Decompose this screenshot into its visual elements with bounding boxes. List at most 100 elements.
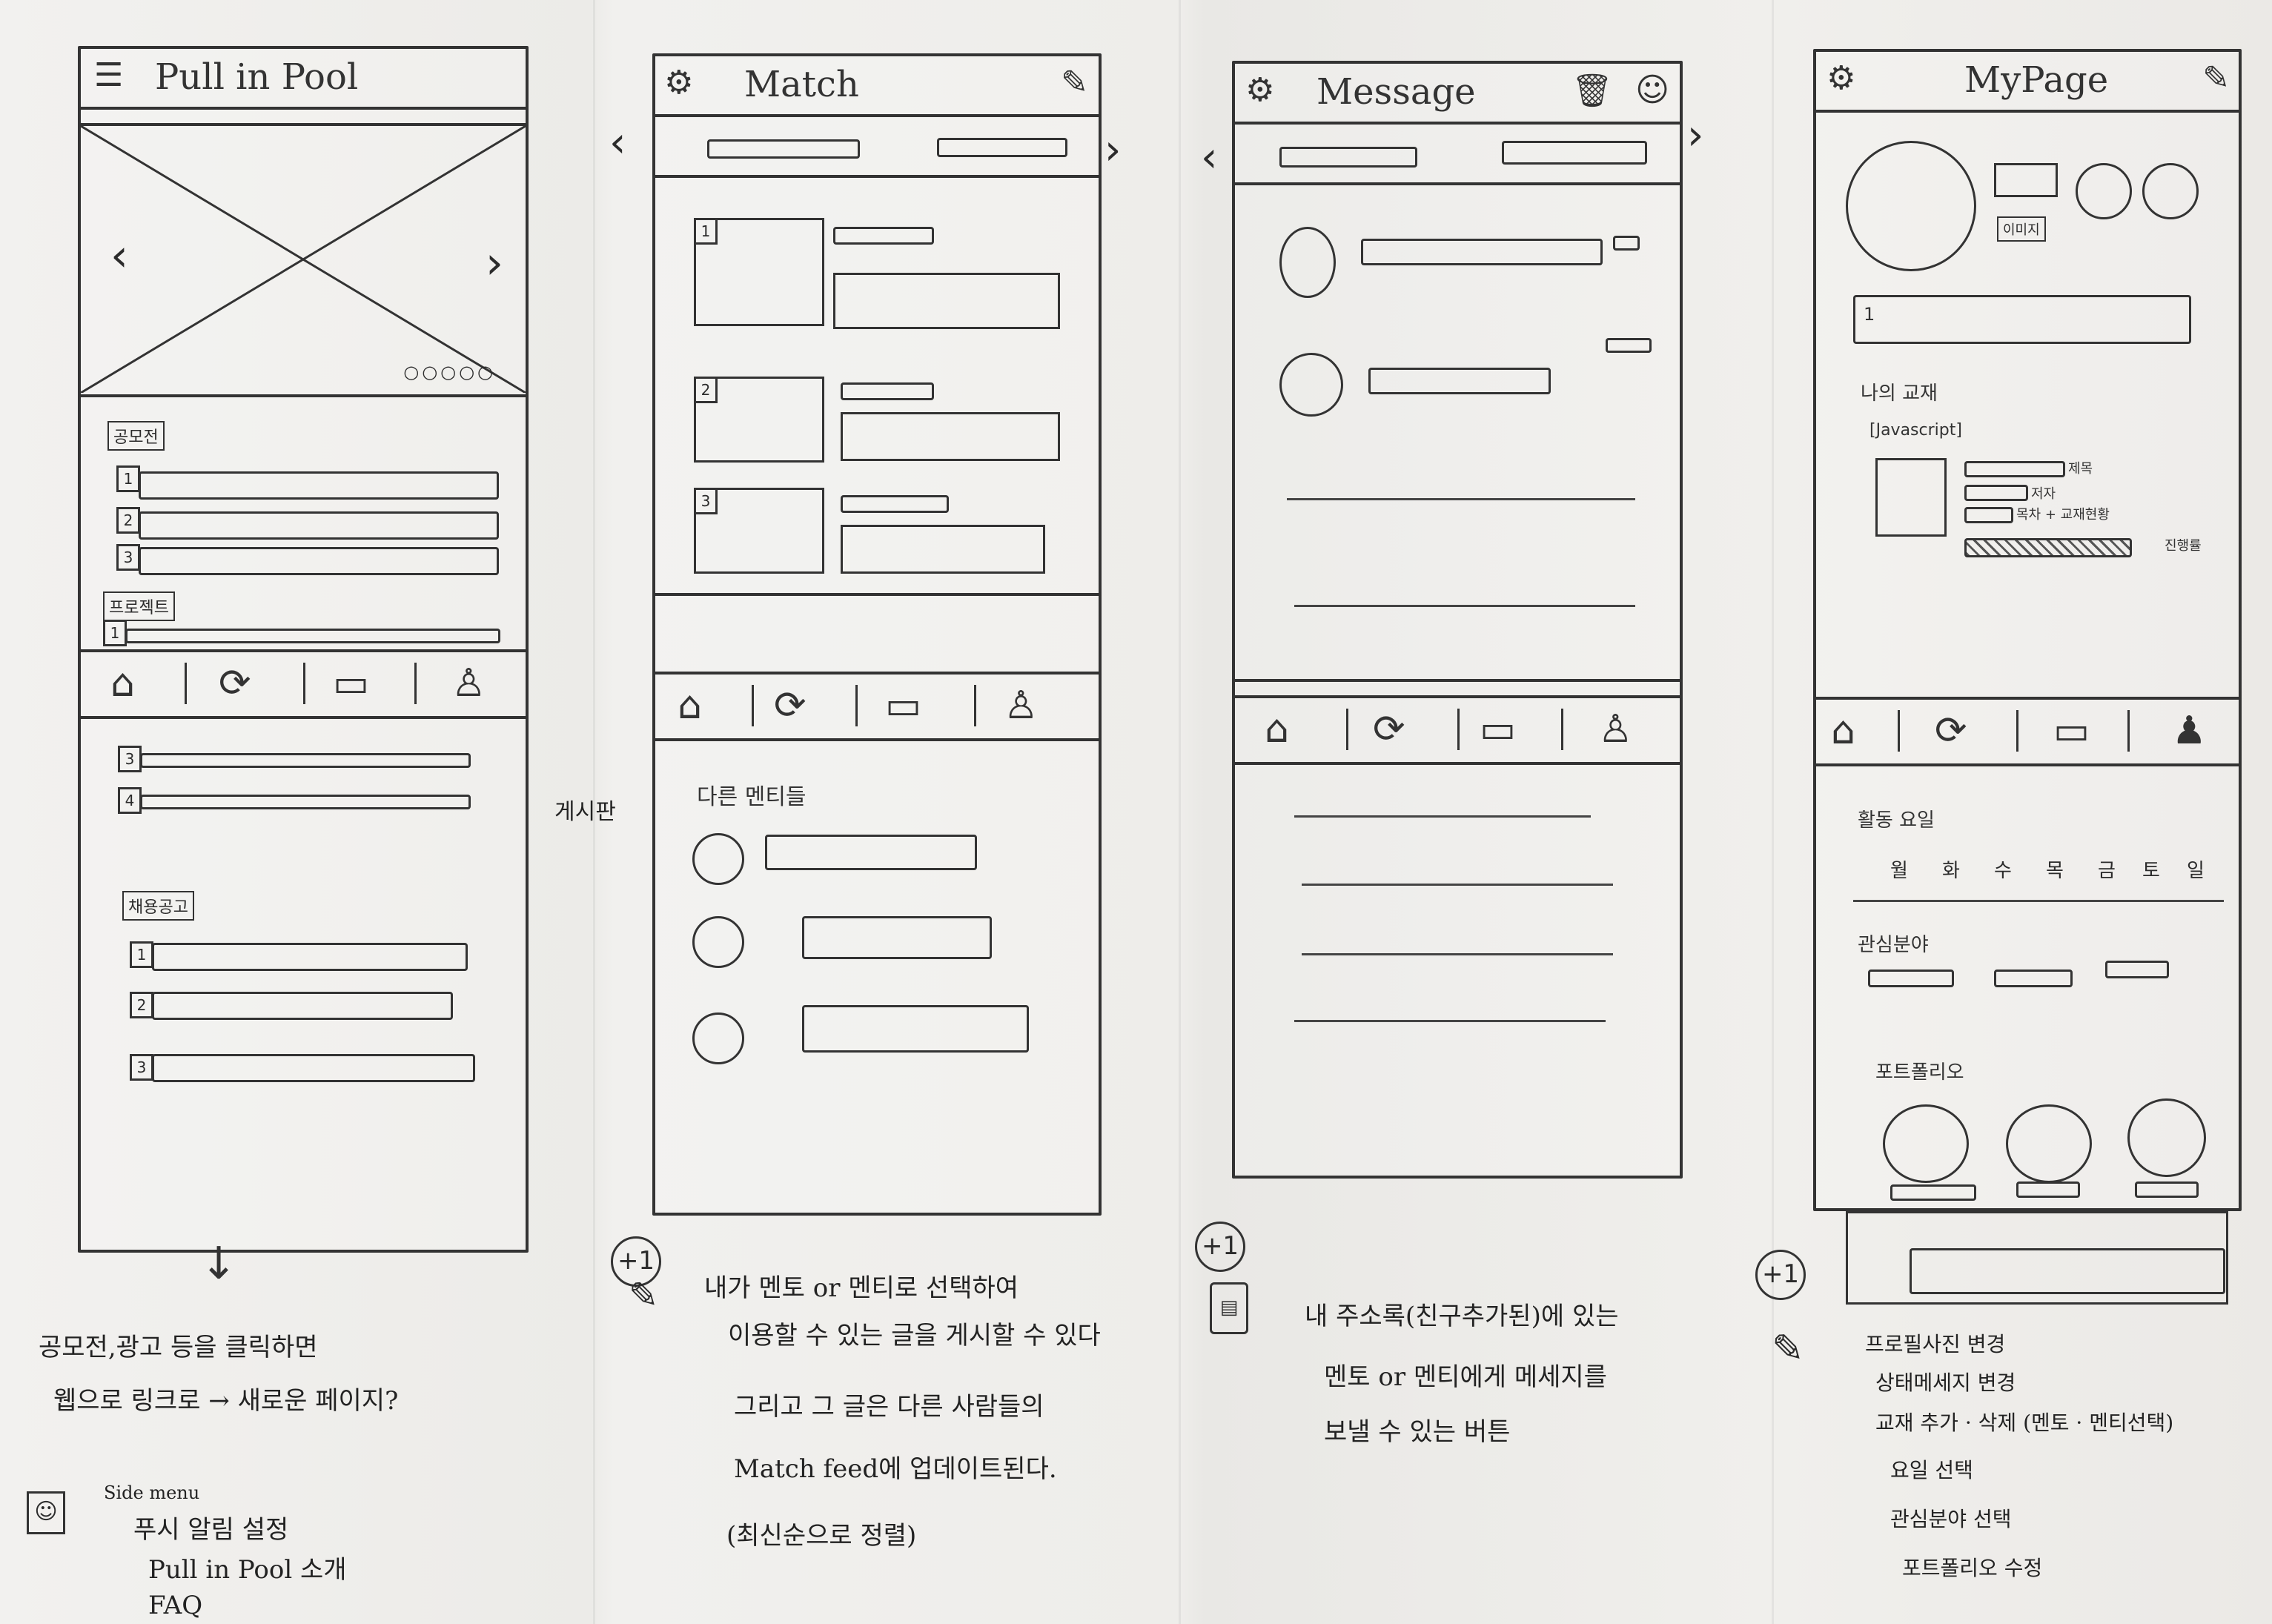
message-bubble[interactable] xyxy=(802,1005,1029,1053)
weekday-button[interactable]: 목 xyxy=(2046,860,2064,882)
list-item[interactable] xyxy=(139,511,499,540)
weekday-button[interactable]: 월 xyxy=(1890,860,1908,882)
list-item[interactable] xyxy=(125,629,500,643)
portfolio-item[interactable] xyxy=(2006,1104,2092,1183)
chevron-right-icon[interactable]: › xyxy=(486,237,503,289)
avatar[interactable] xyxy=(1279,227,1336,298)
tab-mentee[interactable] xyxy=(1502,141,1647,165)
friend-avatar[interactable] xyxy=(2076,163,2132,219)
profile-photo[interactable] xyxy=(1846,141,1976,271)
avatar[interactable] xyxy=(692,1012,744,1064)
post-thumbnail[interactable] xyxy=(694,218,824,326)
match-refresh-icon[interactable]: ⟳ xyxy=(219,661,251,706)
post-body[interactable] xyxy=(833,273,1060,329)
chevron-right-icon[interactable]: › xyxy=(1104,126,1122,174)
weekday-button[interactable]: 수 xyxy=(1994,860,2012,882)
message-folder-icon[interactable]: ▭ xyxy=(885,683,922,728)
tab-mentor[interactable] xyxy=(1279,147,1417,168)
pen-icon[interactable]: ✎ xyxy=(1061,64,1088,102)
pen-icon[interactable]: ✎ xyxy=(2202,59,2230,97)
chevron-left-icon[interactable]: ‹ xyxy=(609,119,626,167)
portfolio-caption xyxy=(2135,1181,2199,1198)
chevron-left-icon[interactable]: ‹ xyxy=(1201,133,1218,182)
list-item[interactable] xyxy=(152,992,453,1020)
weekday-button[interactable]: 금 xyxy=(2098,860,2116,882)
message-bubble[interactable] xyxy=(765,835,977,870)
nav-separator xyxy=(2127,710,2130,752)
profile-icon[interactable]: ♙ xyxy=(1598,707,1633,752)
note-line: 그리고 그 글은 다른 사람들의 xyxy=(734,1392,1044,1422)
edit-photo-button[interactable] xyxy=(1994,163,2058,197)
match-refresh-icon[interactable]: ⟳ xyxy=(1373,707,1405,752)
side-note: 게시판 xyxy=(554,799,616,825)
list-item[interactable] xyxy=(152,1054,475,1082)
message-folder-icon[interactable]: ▭ xyxy=(2053,709,2090,753)
material-cover[interactable] xyxy=(1875,458,1947,537)
post-title[interactable] xyxy=(841,495,949,513)
contact-icon[interactable]: ☺ xyxy=(1635,71,1669,109)
chevron-left-icon[interactable]: ‹ xyxy=(110,230,128,282)
post-title[interactable] xyxy=(841,382,934,400)
list-item[interactable] xyxy=(139,547,499,575)
message-folder-icon[interactable]: ▭ xyxy=(1480,707,1517,752)
post-body[interactable] xyxy=(841,525,1045,574)
avatar[interactable] xyxy=(692,833,744,885)
settings-icon[interactable]: ⚙ xyxy=(1826,59,1856,97)
tab-mentee[interactable] xyxy=(937,138,1067,157)
trash-icon[interactable]: 🗑 xyxy=(1571,72,1613,110)
message-bubble[interactable] xyxy=(802,916,992,959)
list-item[interactable] xyxy=(152,943,468,971)
list-number: 3 xyxy=(118,746,142,772)
match-screen: ⚙ Match ✎ 1 2 3 ⌂ ⟳ ▭ ♙ 다른 멘티들 xyxy=(652,53,1102,1216)
material-label: 제목 xyxy=(2068,461,2093,477)
list-number: 1 xyxy=(103,620,127,646)
section-title-portfolio: 포트폴리오 xyxy=(1875,1061,1964,1084)
empty-row xyxy=(1294,1020,1606,1022)
interest-tag[interactable] xyxy=(1868,970,1954,987)
screen-title: MyPage xyxy=(1964,59,2109,101)
profile-icon[interactable]: ♙ xyxy=(451,661,486,706)
home-icon[interactable]: ⌂ xyxy=(678,683,703,728)
match-refresh-icon[interactable]: ⟳ xyxy=(1935,709,1967,753)
list-item[interactable] xyxy=(140,795,471,809)
interest-tag[interactable] xyxy=(1994,970,2073,987)
chevron-right-icon[interactable]: › xyxy=(1687,111,1704,159)
friend-avatar[interactable] xyxy=(2142,163,2199,219)
conversation-preview[interactable] xyxy=(1361,239,1603,265)
home-icon[interactable]: ⌂ xyxy=(1265,707,1290,752)
post-thumbnail[interactable] xyxy=(694,488,824,574)
avatar[interactable] xyxy=(692,916,744,968)
interest-tag[interactable] xyxy=(2105,961,2169,978)
weekday-button[interactable]: 토 xyxy=(2142,860,2160,882)
section-title-contest: 공모전 xyxy=(107,421,165,451)
list-item[interactable] xyxy=(139,471,499,500)
portfolio-item[interactable] xyxy=(2127,1098,2206,1177)
profile-icon[interactable]: ♙ xyxy=(1004,683,1039,728)
settings-icon[interactable]: ⚙ xyxy=(664,64,694,102)
portfolio-item[interactable] xyxy=(1883,1104,1969,1183)
list-item[interactable] xyxy=(140,753,471,768)
home-icon[interactable]: ⌂ xyxy=(1831,709,1856,753)
banner-carousel[interactable]: ‹ › ○○○○○ xyxy=(80,125,526,394)
hamburger-menu-icon[interactable]: ☰ xyxy=(94,56,124,94)
profile-icon[interactable]: ♟ xyxy=(2172,709,2207,753)
carousel-dots[interactable]: ○○○○○ xyxy=(403,362,496,382)
tab-mentor[interactable] xyxy=(707,139,860,159)
post-title[interactable] xyxy=(833,227,934,245)
weekday-button[interactable]: 화 xyxy=(1942,860,1960,882)
nav-separator xyxy=(303,663,305,704)
bottom-nav-bar: ⌂ ⟳ ▭ ♙ xyxy=(655,672,1099,741)
post-body[interactable] xyxy=(841,412,1060,461)
post-thumbnail[interactable] xyxy=(694,377,824,463)
conversation-preview[interactable] xyxy=(1368,368,1551,394)
message-folder-icon[interactable]: ▭ xyxy=(333,661,370,706)
divider xyxy=(655,593,1099,596)
home-icon[interactable]: ⌂ xyxy=(110,661,136,706)
settings-icon[interactable]: ⚙ xyxy=(1245,71,1275,109)
weekday-button[interactable]: 일 xyxy=(2187,860,2205,882)
note-line: 보낼 수 있는 버튼 xyxy=(1324,1417,1511,1447)
status-message-input[interactable] xyxy=(1853,295,2191,344)
match-refresh-icon[interactable]: ⟳ xyxy=(774,683,807,728)
paper-fold xyxy=(593,0,595,1624)
avatar[interactable] xyxy=(1279,353,1343,417)
